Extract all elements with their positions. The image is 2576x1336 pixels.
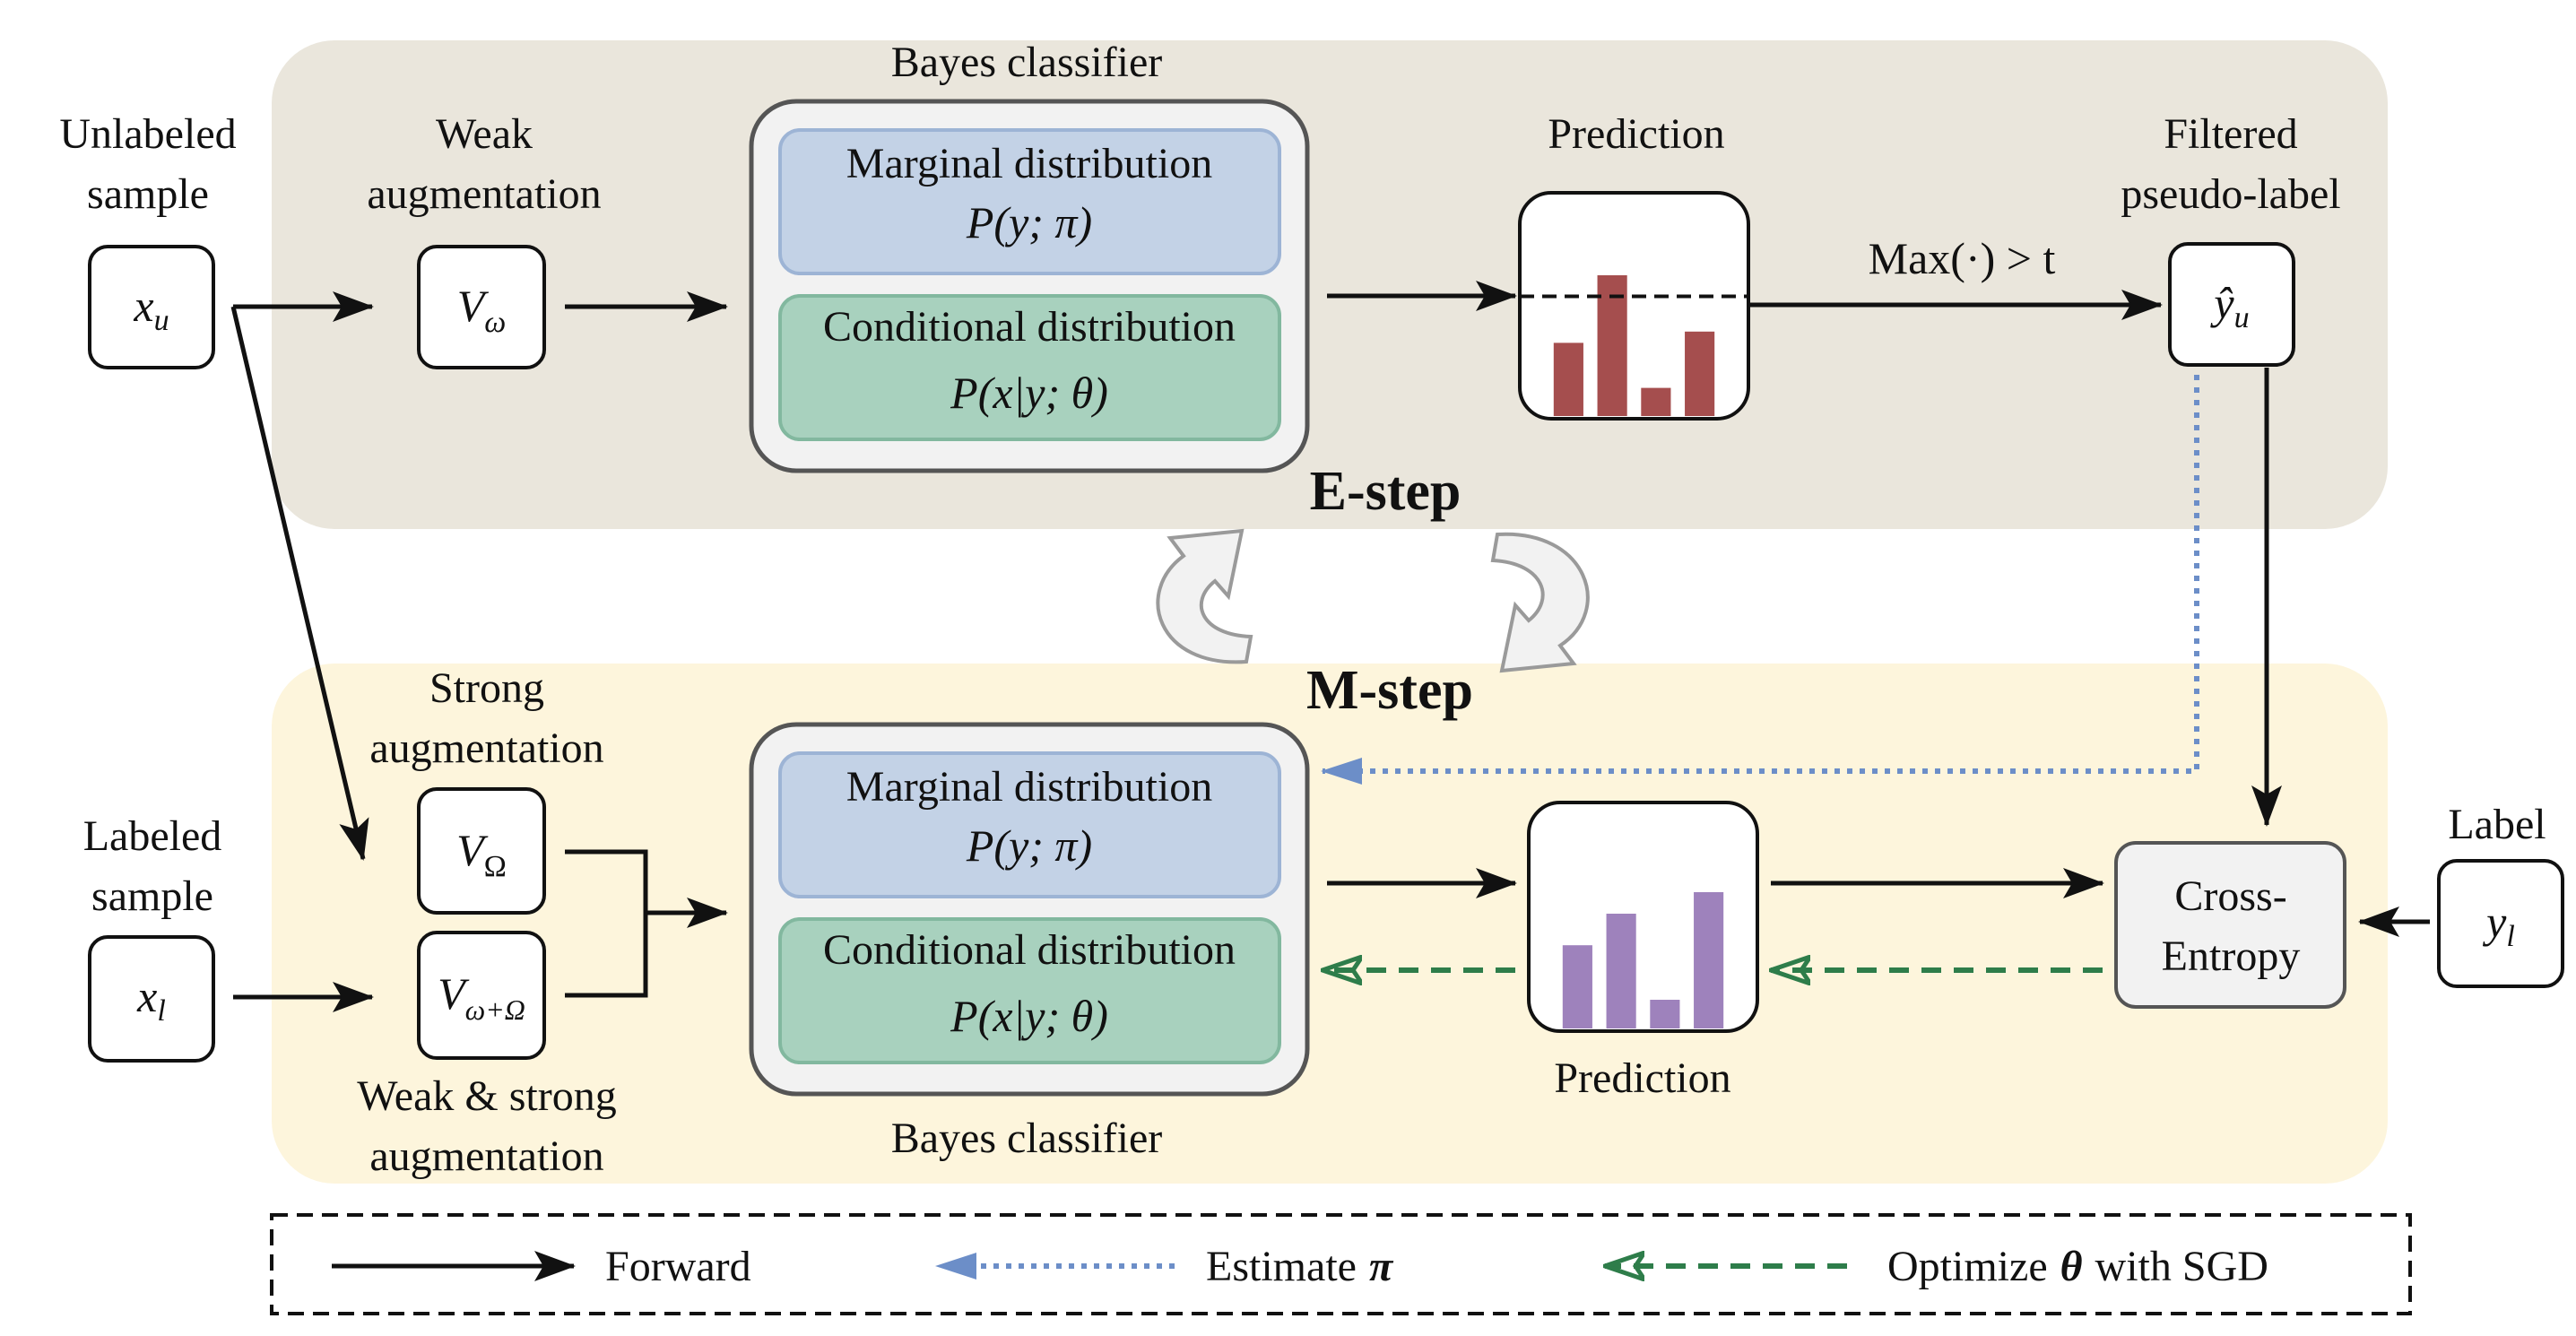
label-title: Label xyxy=(2448,801,2546,848)
mstep-classifier-title: Bayes classifier xyxy=(891,1115,1163,1162)
svg-text:Entropy: Entropy xyxy=(2162,933,2301,980)
weak-aug-label-1: Weak xyxy=(436,110,533,158)
unlabeled-sample-node: xu xyxy=(88,245,215,369)
legend-forward: Forward xyxy=(332,1243,751,1290)
svg-text:ŷu: ŷu xyxy=(2209,278,2249,334)
mstep-conditional-title: Conditional distribution xyxy=(823,926,1236,974)
mstep-prediction-bar-1 xyxy=(1562,945,1592,1028)
threshold-label: Max(·) > t xyxy=(1869,233,2056,283)
svg-text:VΩ: VΩ xyxy=(456,825,507,883)
pseudo-label-node: ŷu xyxy=(2168,242,2295,367)
ws-aug-label-1: Weak & strong xyxy=(357,1072,616,1120)
weak-strong-aug-node: Vω+Ω xyxy=(417,931,546,1060)
mstep-title: M-step xyxy=(1306,660,1473,721)
pseudo-label-label-1: Filtered xyxy=(2164,110,2297,158)
pseudo-label-label-2: pseudo-label xyxy=(2121,170,2340,218)
unlabeled-sample-label-2: sample xyxy=(87,170,209,218)
estep-classifier-title: Bayes classifier xyxy=(891,39,1163,86)
mstep-prediction-bar-4 xyxy=(1694,892,1724,1028)
strong-aug-label-2: augmentation xyxy=(369,724,603,772)
cross-entropy-node: Cross- Entropy xyxy=(2114,841,2346,1009)
label-node: yl xyxy=(2437,859,2564,988)
estep-title: E-step xyxy=(1310,461,1461,522)
estep-panel xyxy=(272,40,2388,529)
estep-prediction-bar-1 xyxy=(1553,343,1583,416)
estimate-pi-arrow xyxy=(1321,375,2199,785)
labeled-sample-label-1: Labeled xyxy=(83,812,222,860)
mstep-prediction-chart xyxy=(1562,892,1724,1028)
mstep-marginal-title: Marginal distribution xyxy=(846,763,1212,811)
estep-prediction-bar-2 xyxy=(1597,275,1627,416)
svg-text:Cross-: Cross- xyxy=(2174,872,2286,920)
svg-text:xu: xu xyxy=(133,281,169,337)
estep-prediction-chart xyxy=(1553,275,1715,416)
strong-aug-node: VΩ xyxy=(417,787,546,915)
svg-text:Vω: Vω xyxy=(457,281,507,339)
svg-text:xl: xl xyxy=(136,971,166,1028)
strong-aug-label-1: Strong xyxy=(429,664,544,712)
estep-marginal-title: Marginal distribution xyxy=(846,140,1212,187)
mstep-marginal-box xyxy=(778,751,1281,898)
labeled-sample-node: xl xyxy=(88,935,215,1063)
svg-text:Forward: Forward xyxy=(605,1243,751,1290)
mstep-marginal-formula: P(y; π) xyxy=(966,820,1092,871)
estep-conditional-formula: P(x|y; θ) xyxy=(950,368,1108,418)
estep-prediction-label: Prediction xyxy=(1548,110,1724,158)
estep-prediction-bar-3 xyxy=(1641,387,1671,416)
estep-prediction-bar-4 xyxy=(1685,331,1715,416)
mstep-prediction-bar-3 xyxy=(1650,1000,1680,1028)
mstep-conditional-formula: P(x|y; θ) xyxy=(950,991,1108,1041)
estep-conditional-title: Conditional distribution xyxy=(823,303,1236,351)
estep-marginal-formula: P(y; π) xyxy=(966,197,1092,247)
svg-text:yl: yl xyxy=(2482,897,2515,953)
estep-marginal-box xyxy=(778,128,1281,275)
weak-aug-node: Vω xyxy=(417,245,546,369)
mstep-forward-arrows xyxy=(233,849,2430,1012)
ws-aug-label-2: augmentation xyxy=(369,1132,603,1180)
mstep-conditional-box xyxy=(778,917,1281,1064)
em-cycle-icon xyxy=(1156,528,1590,673)
estep-conditional-box xyxy=(778,294,1281,441)
weak-aug-label-2: augmentation xyxy=(367,170,601,218)
unlabeled-sample-label-1: Unlabeled xyxy=(59,110,236,158)
estep-arrows xyxy=(230,281,2282,861)
svg-text:Vω+Ω: Vω+Ω xyxy=(438,968,525,1026)
legend-box xyxy=(270,1213,2412,1315)
mstep-prediction-bar-2 xyxy=(1606,914,1636,1028)
mstep-prediction-label: Prediction xyxy=(1554,1054,1730,1102)
labeled-sample-label-2: sample xyxy=(91,872,213,920)
